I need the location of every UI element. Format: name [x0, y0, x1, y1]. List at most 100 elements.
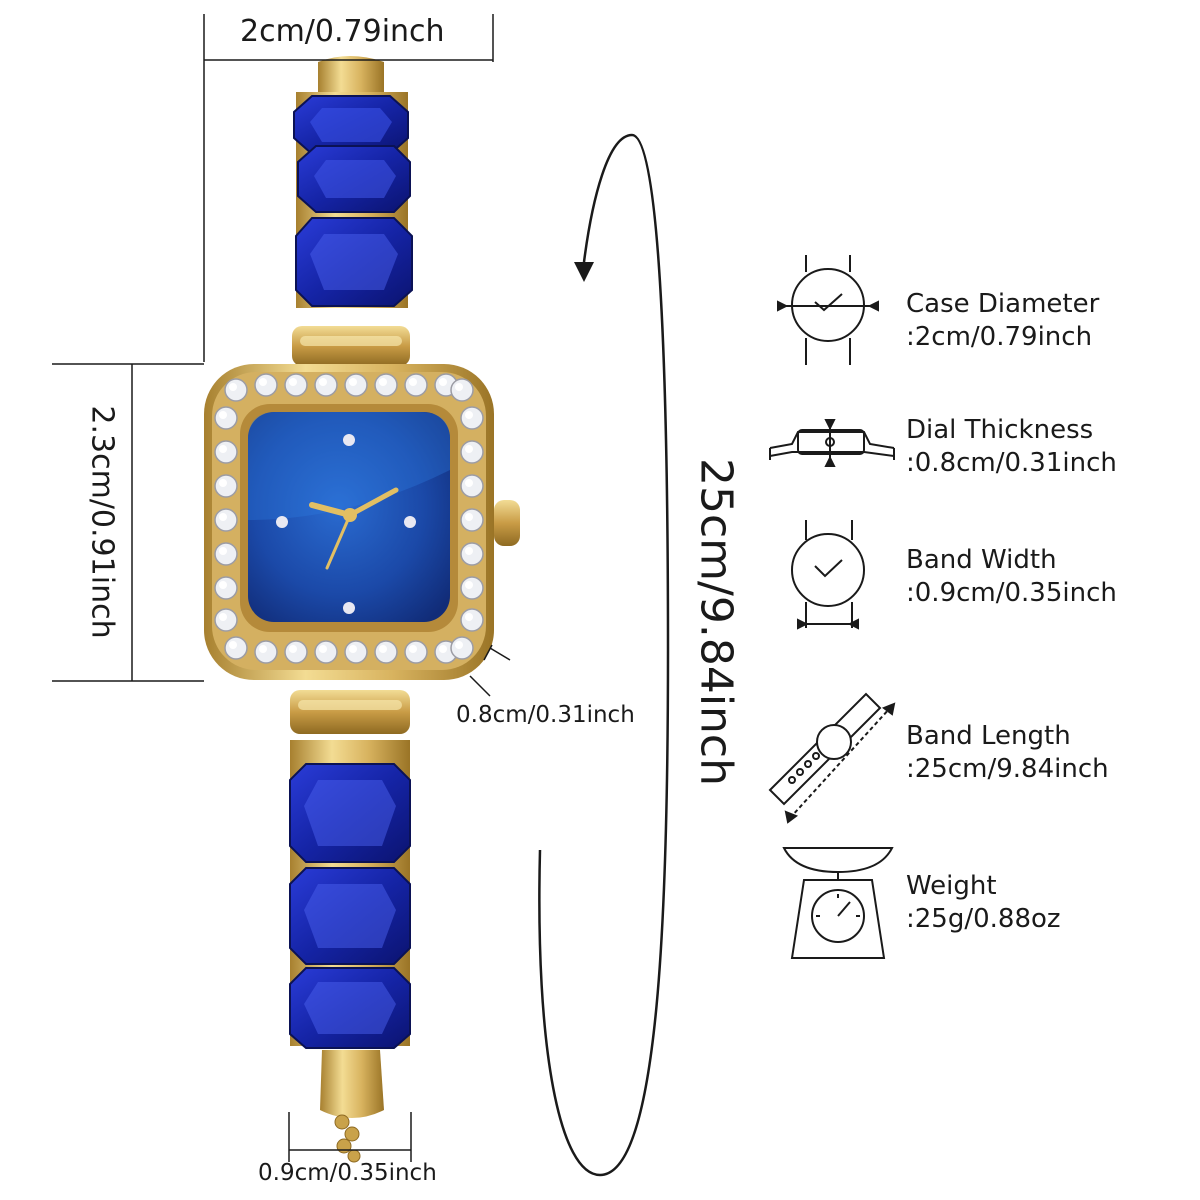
case-width-label: 2cm/0.79inch [240, 14, 445, 49]
band-length-icon [768, 692, 896, 824]
rhinestone [374, 640, 398, 664]
rhinestone-highlight [219, 613, 227, 621]
rhinestone [404, 640, 428, 664]
spec-title: Weight [906, 871, 997, 901]
spec-title: Band Width [906, 545, 1057, 575]
spec-band-length: Band Length :25cm/9.84inch [906, 720, 1109, 786]
spec-value: :25g/0.88oz [906, 904, 1061, 934]
rhinestone-highlight [379, 378, 387, 386]
rhinestone [214, 440, 238, 464]
bottom-lug [290, 690, 410, 734]
rhinestone-highlight [229, 383, 237, 391]
rhinestone-highlight [465, 581, 473, 589]
spec-case-diameter: Case Diameter :2cm/0.79inch [906, 288, 1099, 354]
dial-marker [404, 516, 416, 528]
rhinestone-highlight [455, 383, 463, 391]
sapphire-stone [289, 763, 411, 863]
rhinestone-highlight [465, 513, 473, 521]
spec-title: Band Length [906, 721, 1071, 751]
rhinestone [404, 373, 428, 397]
sapphire-stone [293, 95, 409, 155]
rhinestone [254, 373, 278, 397]
rhinestone [460, 440, 484, 464]
rhinestone [344, 373, 368, 397]
rhinestone-highlight [319, 378, 327, 386]
spec-title: Case Diameter [906, 289, 1100, 319]
spec-value: :0.9cm/0.35inch [906, 578, 1117, 608]
rhinestone-ring [214, 373, 484, 664]
rhinestone-highlight [409, 645, 417, 653]
watch-diameter-icon [777, 255, 879, 365]
rhinestone [214, 542, 238, 566]
rhinestone [460, 508, 484, 532]
rhinestone-highlight [379, 645, 387, 653]
rhinestone-highlight [465, 613, 473, 621]
second-hand [325, 513, 352, 570]
rhinestone-highlight [465, 479, 473, 487]
band-width-label: 0.9cm/0.35inch [258, 1160, 437, 1186]
arrow-head [574, 262, 594, 282]
spec-weight: Weight :25g/0.88oz [906, 870, 1061, 936]
spec-value: :0.8cm/0.31inch [906, 448, 1117, 478]
rhinestone-highlight [219, 581, 227, 589]
rhinestone-highlight [219, 411, 227, 419]
bottom-clasp [320, 1050, 384, 1118]
rhinestone-highlight [409, 378, 417, 386]
rhinestone-highlight [349, 645, 357, 653]
dimension-lines [52, 14, 511, 1162]
rhinestone-highlight [219, 547, 227, 555]
spec-value: :25cm/9.84inch [906, 754, 1109, 784]
rhinestone [460, 542, 484, 566]
spec-dial-thickness: Dial Thickness :0.8cm/0.31inch [906, 414, 1117, 480]
sapphire-stone [289, 967, 411, 1049]
rhinestone-highlight [289, 378, 297, 386]
band-length-label: 25cm/9.84inch [690, 457, 742, 787]
rhinestone [460, 474, 484, 498]
watch-thickness-icon [769, 419, 895, 467]
rhinestone-highlight [465, 411, 473, 419]
spec-title: Dial Thickness [906, 415, 1094, 445]
rhinestone-highlight [219, 479, 227, 487]
rhinestone [284, 373, 308, 397]
rhinestone [214, 474, 238, 498]
dial-marker [343, 434, 355, 446]
rhinestone-highlight [455, 641, 463, 649]
top-gems [293, 95, 413, 307]
rhinestone [460, 608, 484, 632]
rhinestone [314, 640, 338, 664]
rhinestone [214, 576, 238, 600]
sapphire-stone [297, 145, 411, 213]
bottom-gems [289, 763, 411, 1049]
rhinestone [460, 576, 484, 600]
rhinestone-highlight [465, 445, 473, 453]
rhinestone-highlight [259, 645, 267, 653]
rhinestone-highlight [349, 378, 357, 386]
rhinestone-highlight [439, 378, 447, 386]
circumference-arrow [538, 133, 670, 1177]
rhinestone [224, 636, 248, 660]
watch-crown [494, 500, 520, 546]
rhinestone [214, 508, 238, 532]
case-height-label: 2.3cm/0.91inch [84, 405, 120, 639]
watch-band-width-icon [791, 520, 865, 630]
rhinestone [254, 640, 278, 664]
spec-band-width: Band Width :0.9cm/0.35inch [906, 544, 1117, 610]
minute-hand [347, 487, 399, 518]
rhinestone [450, 378, 474, 402]
rhinestone [214, 608, 238, 632]
thickness-label: 0.8cm/0.31inch [456, 702, 635, 728]
chain [334, 1114, 361, 1163]
rhinestone [314, 373, 338, 397]
rhinestone [450, 636, 474, 660]
rhinestone-highlight [439, 645, 447, 653]
scale-icon [782, 847, 894, 959]
rhinestone-highlight [219, 513, 227, 521]
rhinestone-highlight [465, 547, 473, 555]
top-clasp [318, 56, 384, 96]
rhinestone-highlight [259, 378, 267, 386]
rhinestone [374, 373, 398, 397]
dial-marker [343, 602, 355, 614]
sapphire-stone [289, 867, 411, 965]
